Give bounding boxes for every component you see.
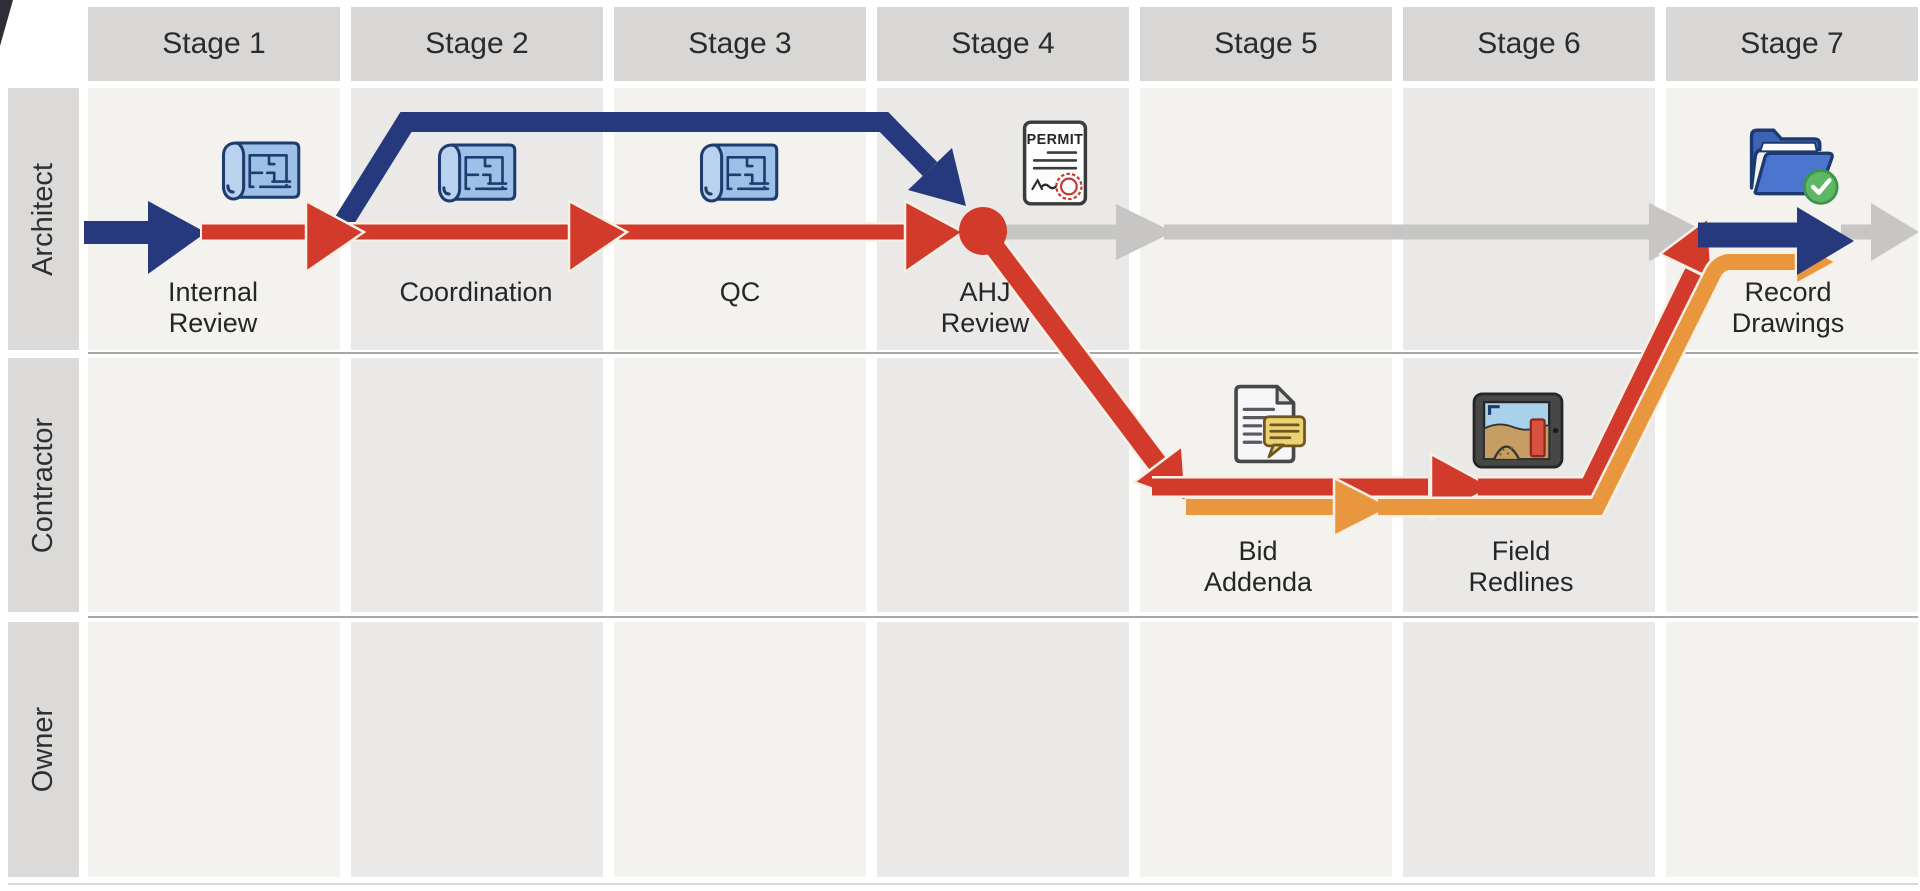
milestone-label-line: Redlines xyxy=(1468,567,1574,597)
stage-column-5 xyxy=(1140,88,1392,877)
permit-document-icon: PERMIT xyxy=(1022,119,1088,212)
lane-label-text: Architect xyxy=(27,162,60,276)
permit-icon-text: PERMIT xyxy=(1027,132,1084,148)
record-folder-check-icon xyxy=(1740,114,1840,213)
blueprint-icon xyxy=(218,136,306,211)
blueprint-icon xyxy=(696,138,784,213)
milestone-label-ahj-review: AHJ Review xyxy=(941,277,1030,339)
lane-cell xyxy=(351,358,603,612)
lane-cell xyxy=(1666,358,1918,612)
lane-label-text: Owner xyxy=(27,706,60,793)
corner-wedge xyxy=(0,0,13,46)
milestone-label-line: Drawings xyxy=(1731,308,1845,338)
lane-cell xyxy=(614,358,866,612)
lane-label-architect: Architect xyxy=(8,88,79,350)
lane-separator xyxy=(88,616,1918,618)
lane-cell xyxy=(614,88,866,350)
lane-separator xyxy=(88,352,1918,354)
milestone-label-line: Addenda xyxy=(1203,567,1313,597)
lane-cell xyxy=(877,622,1129,877)
milestone-label-bid-addenda: Bid Addenda xyxy=(1204,536,1312,598)
stage-header-1: Stage 1 xyxy=(88,7,340,81)
lane-cell xyxy=(351,88,603,350)
milestone-label-line: Review xyxy=(168,308,258,338)
stage-header-6: Stage 6 xyxy=(1403,7,1655,81)
milestone-label-line: Record xyxy=(1744,277,1832,307)
lane-cell xyxy=(351,622,603,877)
lane-cell xyxy=(1140,88,1392,350)
stage-header-5: Stage 5 xyxy=(1140,7,1392,81)
addendum-document-icon xyxy=(1226,382,1310,471)
tablet-redline-photo-icon xyxy=(1472,392,1564,474)
milestone-label-coordination: Coordination xyxy=(399,277,552,308)
stage-header-2: Stage 2 xyxy=(351,7,603,81)
milestone-label-line: Bid xyxy=(1238,536,1278,566)
stage-header-4: Stage 4 xyxy=(877,7,1129,81)
blueprint-icon xyxy=(434,138,522,213)
diagram-bottom-line xyxy=(8,883,1918,885)
lane-label-owner: Owner xyxy=(8,622,79,877)
lane-cell xyxy=(88,358,340,612)
milestone-label-record-drawings: Record Drawings xyxy=(1732,277,1845,339)
stage-column-6 xyxy=(1403,88,1655,877)
lane-cell xyxy=(88,622,340,877)
lane-cell xyxy=(1666,622,1918,877)
milestone-label-line: Field xyxy=(1491,536,1551,566)
lane-cell xyxy=(1403,88,1655,350)
lane-cell xyxy=(88,88,340,350)
stage-header-7: Stage 7 xyxy=(1666,7,1918,81)
lane-label-contractor: Contractor xyxy=(8,358,79,612)
milestone-label-field-redlines: Field Redlines xyxy=(1468,536,1573,598)
lane-cell xyxy=(877,358,1129,612)
lane-cell xyxy=(1140,622,1392,877)
milestone-label-internal-review: Internal Review xyxy=(168,277,258,339)
stage-column-1 xyxy=(88,88,340,877)
lane-cell xyxy=(1403,622,1655,877)
lane-label-text: Contractor xyxy=(27,417,60,553)
lane-cell xyxy=(614,622,866,877)
milestone-label-line: Coordination xyxy=(399,277,553,307)
milestone-label-line: QC xyxy=(719,277,761,307)
milestone-label-line: Review xyxy=(940,308,1030,338)
milestone-label-qc: QC xyxy=(720,277,761,308)
stage-column-4 xyxy=(877,88,1129,877)
milestone-label-line: AHJ xyxy=(959,277,1011,307)
milestone-label-line: Internal xyxy=(167,277,259,307)
stage-header-3: Stage 3 xyxy=(614,7,866,81)
